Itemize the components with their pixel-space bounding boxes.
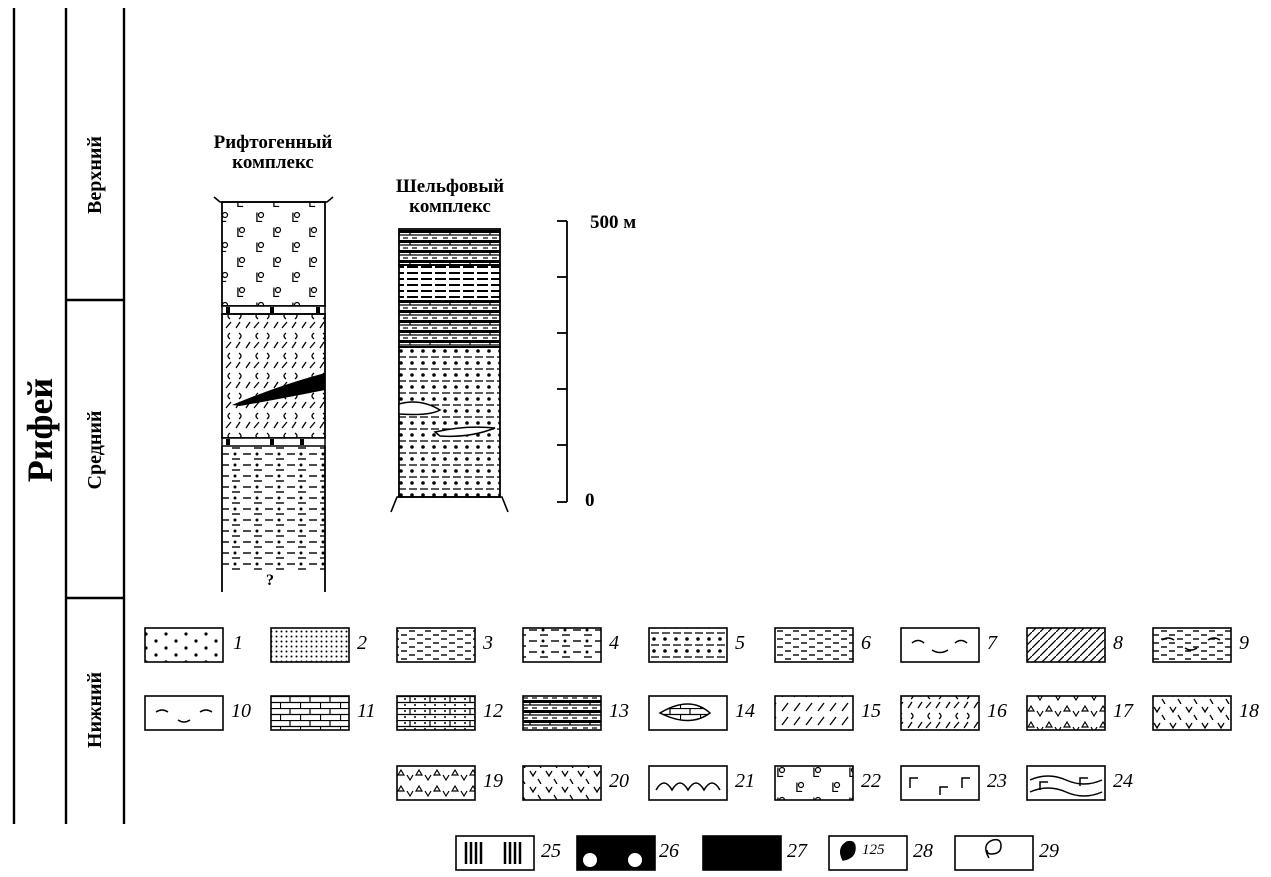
legend-number-3: 3 bbox=[483, 632, 493, 655]
series-label-middle: Средний bbox=[80, 390, 110, 510]
legend-swatch-1 bbox=[145, 628, 223, 662]
legend-swatch-15 bbox=[775, 696, 853, 730]
legend-swatch-21 bbox=[649, 766, 727, 800]
legend-number-22: 22 bbox=[861, 770, 881, 793]
shelf-column-title: Шельфовый комплекс bbox=[360, 177, 540, 217]
system-label-riphean: Рифей bbox=[20, 370, 60, 490]
legend-swatch-18 bbox=[1153, 696, 1231, 730]
legend-swatch-7 bbox=[901, 628, 979, 662]
legend-number-13: 13 bbox=[609, 700, 629, 723]
rift-unknown-base-marker: ? bbox=[266, 572, 274, 590]
series-label-upper: Верхний bbox=[80, 115, 110, 235]
rift-column bbox=[214, 197, 333, 592]
legend-number-29: 29 bbox=[1039, 840, 1059, 863]
legend-number-17: 17 bbox=[1113, 700, 1133, 723]
shelf-layer-1 bbox=[399, 229, 500, 265]
legend-swatch-13 bbox=[523, 696, 601, 730]
legend-swatch-2 bbox=[271, 628, 349, 662]
rift-top-break bbox=[214, 197, 333, 202]
legend-number-26: 26 bbox=[659, 840, 679, 863]
shelf-title-line-2: комплекс bbox=[360, 197, 540, 217]
shelf-bottom-break bbox=[391, 497, 508, 512]
legend-swatch-3 bbox=[397, 628, 475, 662]
legend-number-18: 18 bbox=[1239, 700, 1259, 723]
legend-symbol-details bbox=[156, 638, 1220, 867]
legend-number-24: 24 bbox=[1113, 770, 1133, 793]
legend-number-6: 6 bbox=[861, 632, 871, 655]
rift-siltstone-layer bbox=[222, 446, 325, 572]
shelf-layer-2 bbox=[399, 265, 500, 301]
legend-number-25: 25 bbox=[541, 840, 561, 863]
legend-number-8: 8 bbox=[1113, 632, 1123, 655]
legend-swatch-8 bbox=[1027, 628, 1105, 662]
legend-swatch-22 bbox=[775, 766, 853, 800]
shelf-column bbox=[391, 229, 508, 512]
legend-number-4: 4 bbox=[609, 632, 619, 655]
legend-number-2: 2 bbox=[357, 632, 367, 655]
scale-top-label: 500 м bbox=[590, 212, 636, 234]
legend-number-21: 21 bbox=[735, 770, 755, 793]
legend-fossil-number-label: 125 bbox=[862, 842, 885, 859]
legend-number-10: 10 bbox=[231, 700, 251, 723]
legend-number-9: 9 bbox=[1239, 632, 1249, 655]
legend-swatch-4 bbox=[523, 628, 601, 662]
legend-number-11: 11 bbox=[357, 700, 376, 723]
legend-number-1: 1 bbox=[233, 632, 243, 655]
legend-swatch-9 bbox=[1153, 628, 1231, 662]
rift-title-line-2: комплекс bbox=[178, 153, 368, 173]
legend-swatch-5 bbox=[649, 628, 727, 662]
legend-swatch-17 bbox=[1027, 696, 1105, 730]
legend-swatch-19 bbox=[397, 766, 475, 800]
rift-title-line-1: Рифтогенный bbox=[178, 133, 368, 153]
legend-number-23: 23 bbox=[987, 770, 1007, 793]
legend-number-20: 20 bbox=[609, 770, 629, 793]
legend-number-15: 15 bbox=[861, 700, 881, 723]
legend-number-14: 14 bbox=[735, 700, 755, 723]
legend-swatch-27 bbox=[703, 836, 781, 870]
scale-bottom-label: 0 bbox=[585, 490, 595, 512]
legend-number-5: 5 bbox=[735, 632, 745, 655]
legend-number-28: 28 bbox=[913, 840, 933, 863]
rift-tuff-layer bbox=[222, 314, 325, 438]
shelf-layer-4 bbox=[399, 347, 500, 497]
legend-number-19: 19 bbox=[483, 770, 503, 793]
legend-swatch-11 bbox=[271, 696, 349, 730]
rift-lava-layer bbox=[222, 202, 325, 306]
legend-swatch-20 bbox=[523, 766, 601, 800]
rift-column-title: Рифтогенный комплекс bbox=[178, 133, 368, 173]
legend-swatch-6 bbox=[775, 628, 853, 662]
shelf-title-line-1: Шельфовый bbox=[360, 177, 540, 197]
scale-bar bbox=[557, 221, 567, 502]
legend-swatch-29 bbox=[955, 836, 1033, 870]
legend-number-7: 7 bbox=[987, 632, 997, 655]
legend-swatch-16 bbox=[901, 696, 979, 730]
legend-swatch-10 bbox=[145, 696, 223, 730]
legend-number-16: 16 bbox=[987, 700, 1007, 723]
legend bbox=[145, 628, 1231, 870]
legend-number-27: 27 bbox=[787, 840, 807, 863]
series-label-lower: Нижний bbox=[80, 650, 110, 770]
legend-swatch-12 bbox=[397, 696, 475, 730]
legend-swatch-25 bbox=[456, 836, 534, 870]
legend-number-12: 12 bbox=[483, 700, 503, 723]
shelf-layer-3 bbox=[399, 301, 500, 347]
